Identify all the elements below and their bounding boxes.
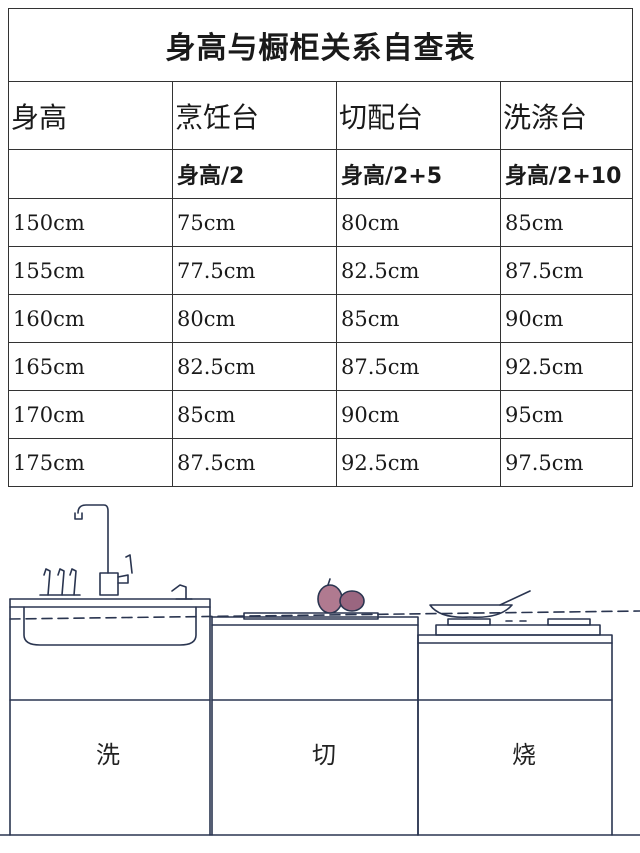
cell-prep: 87.5cm <box>336 342 501 391</box>
sink-counter-outline <box>9 598 211 836</box>
table-row: 165cm 82.5cm 87.5cm 92.5cm <box>8 342 633 391</box>
cell-height: 160cm <box>8 294 173 343</box>
formula-cooking: 身高/2 <box>172 149 337 199</box>
table-row: 150cm 75cm 80cm 85cm <box>8 198 633 247</box>
frying-pan-icon <box>429 590 531 619</box>
cell-cooking: 75cm <box>172 198 337 247</box>
table-row: 155cm 77.5cm 82.5cm 87.5cm <box>8 246 633 295</box>
table-title: 身高与橱柜关系自查表 <box>8 8 633 82</box>
table-row: 160cm 80cm 85cm 90cm <box>8 294 633 343</box>
height-guide-line <box>9 610 640 620</box>
cell-cooking: 87.5cm <box>172 438 337 487</box>
stove-burners-icon <box>435 618 601 636</box>
cutting-board-icon <box>243 612 379 620</box>
header-height: 身高 <box>8 81 173 150</box>
cell-height: 165cm <box>8 342 173 391</box>
cell-cooking: 82.5cm <box>172 342 337 391</box>
wash-zone-label: 洗 <box>96 741 120 769</box>
cell-height: 155cm <box>8 246 173 295</box>
cell-washing: 87.5cm <box>500 246 633 295</box>
cell-height: 175cm <box>8 438 173 487</box>
table-row: 175cm 87.5cm 92.5cm 97.5cm <box>8 438 633 487</box>
cell-prep: 85cm <box>336 294 501 343</box>
table-row: 170cm 85cm 90cm 95cm <box>8 390 633 439</box>
knife-block-icon <box>39 568 81 596</box>
cell-washing: 97.5cm <box>500 438 633 487</box>
formula-washing: 身高/2+10 <box>500 149 633 199</box>
formula-prep: 身高/2+5 <box>336 149 501 199</box>
sink-basin <box>23 606 197 646</box>
cell-prep: 92.5cm <box>336 438 501 487</box>
cell-cooking: 80cm <box>172 294 337 343</box>
kitchen-counter-illustration <box>0 504 640 836</box>
cell-washing: 92.5cm <box>500 342 633 391</box>
cell-prep: 80cm <box>336 198 501 247</box>
height-cabinet-table: 身高与橱柜关系自查表 身高 烹饪台 切配台 洗涤台 身高/2 身高/2+5 身高… <box>8 8 633 487</box>
cell-washing: 95cm <box>500 390 633 439</box>
cell-cooking: 85cm <box>172 390 337 439</box>
header-cooking: 烹饪台 <box>172 81 337 150</box>
header-prep: 切配台 <box>336 81 501 150</box>
cell-washing: 85cm <box>500 198 633 247</box>
cell-height: 150cm <box>8 198 173 247</box>
cell-prep: 90cm <box>336 390 501 439</box>
faucet-icon <box>74 504 133 596</box>
header-washing: 洗涤台 <box>500 81 633 150</box>
cell-prep: 82.5cm <box>336 246 501 295</box>
soap-dispenser-icon <box>171 584 193 600</box>
cell-height: 170cm <box>8 390 173 439</box>
cell-washing: 90cm <box>500 294 633 343</box>
prep-zone-label: 切 <box>312 741 336 769</box>
cook-zone-label: 烧 <box>512 741 536 769</box>
vegetables-icon <box>317 578 365 614</box>
formula-empty <box>8 149 173 199</box>
cell-cooking: 77.5cm <box>172 246 337 295</box>
